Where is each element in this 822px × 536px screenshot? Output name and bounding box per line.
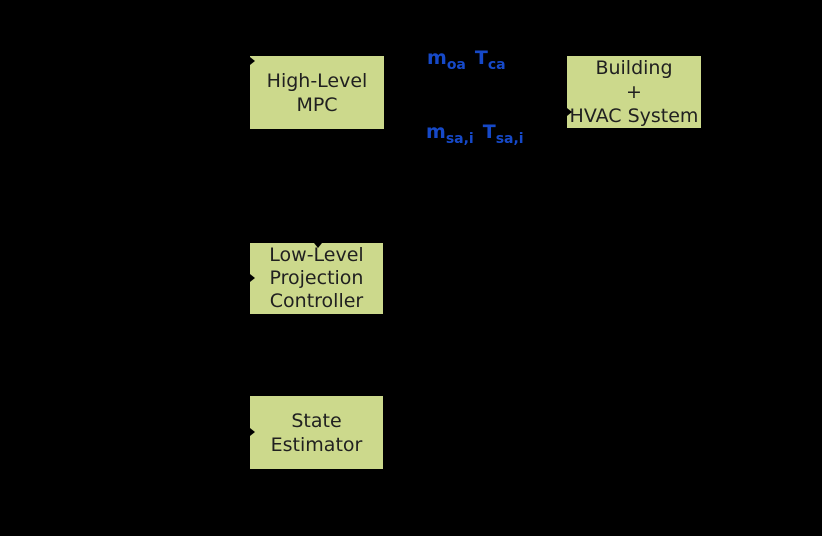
signal-label-moa-tca: moa Tca [427, 47, 506, 72]
block-high-level-mpc-label-line1: High-Level [266, 69, 368, 92]
signal-msai-subscript: sa,i [445, 131, 474, 147]
block-low-level-projection-controller: Low-Level Projection Controller [249, 242, 384, 315]
signal-tca-subscript: ca [487, 57, 506, 73]
block-high-level-mpc: High-Level MPC [249, 55, 385, 130]
block-building-hvac-label-line2: + [626, 81, 642, 103]
arrowhead-into-building-hvac-icon [567, 108, 572, 116]
signal-moa-subscript: oa [446, 57, 466, 73]
block-low-level-label-line3: Controller [269, 290, 364, 312]
block-high-level-mpc-label-line2: MPC [296, 93, 338, 116]
block-building-hvac-system: Building + HVAC System [566, 55, 702, 129]
block-state-estimator-label-line1: State [291, 409, 342, 432]
signal-tsai-subscript: sa,i [495, 131, 524, 147]
block-low-level-label-line1: Low-Level [269, 244, 364, 266]
block-state-estimator-label-line2: Estimator [270, 433, 363, 456]
signal-moa-base: m [427, 47, 447, 69]
signal-msai-base: m [426, 121, 446, 143]
block-building-hvac-label-line1: Building [595, 57, 673, 79]
signal-tsai-base: T [482, 121, 496, 143]
arrowhead-into-mpc-icon [250, 57, 255, 65]
arrowhead-into-state-estimator-icon [250, 428, 255, 436]
arrowhead-into-low-level-top-icon [314, 243, 322, 248]
arrowhead-into-low-level-left-icon [250, 274, 255, 282]
block-low-level-label-line2: Projection [269, 267, 364, 289]
block-building-hvac-label-line3: HVAC System [569, 105, 699, 127]
block-state-estimator: State Estimator [249, 395, 384, 470]
signal-tca-base: T [474, 47, 488, 69]
